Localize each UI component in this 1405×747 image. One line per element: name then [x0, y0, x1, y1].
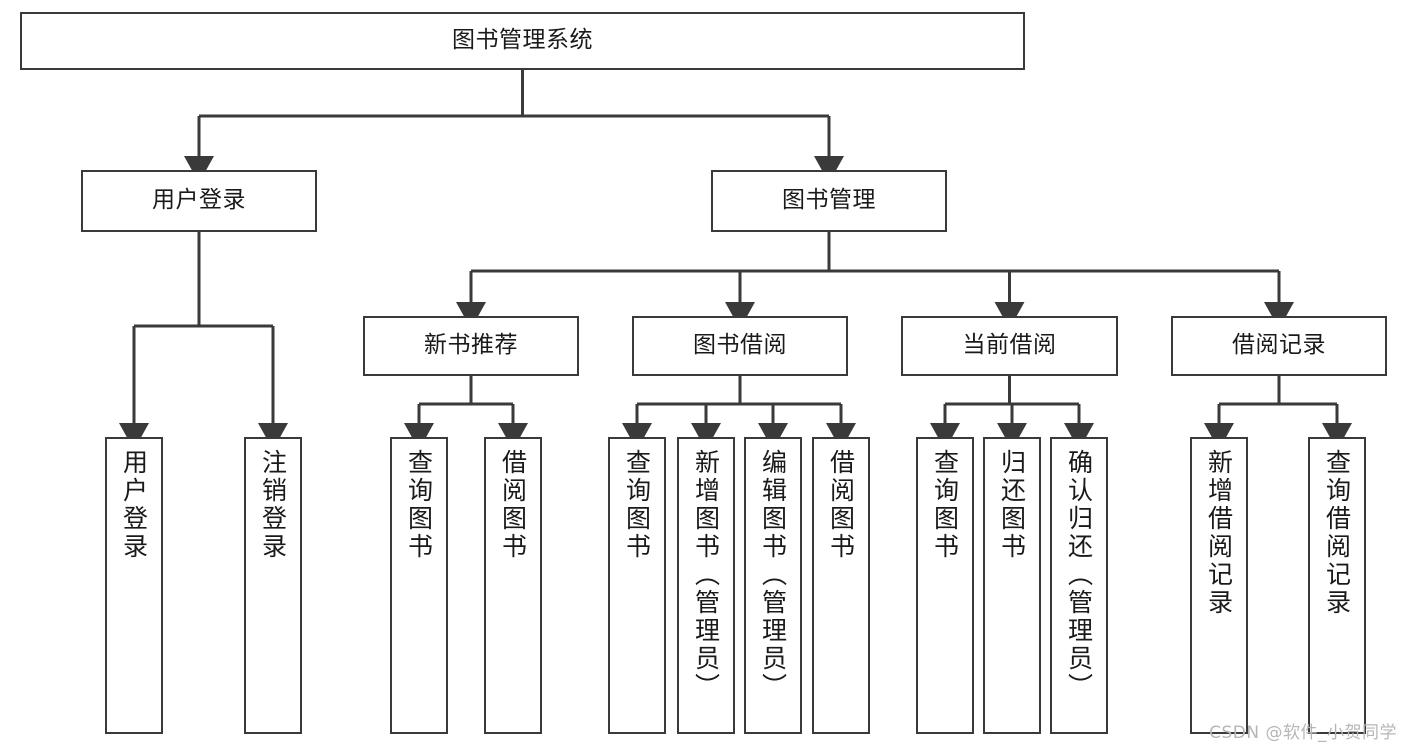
node-current[interactable]: 当前借阅: [901, 316, 1118, 376]
node-leaf-3[interactable]: 查询图书: [390, 437, 448, 734]
node-label: 借阅记录: [1232, 332, 1326, 359]
node-root[interactable]: 图书管理系统: [20, 12, 1025, 70]
node-leaf-12[interactable]: 新增借阅记录: [1190, 437, 1248, 734]
node-label: 查询图书: [404, 449, 434, 561]
node-label: 图书管理系统: [452, 27, 593, 54]
node-leaf-11[interactable]: 确认归还（管理员）: [1050, 437, 1108, 734]
node-label: 借阅图书: [826, 449, 856, 561]
node-label: 编辑图书（管理员）: [758, 449, 788, 701]
node-leaf-6[interactable]: 新增图书（管理员）: [677, 437, 735, 734]
node-label: 新书推荐: [424, 332, 518, 359]
node-label: 查询图书: [930, 449, 960, 561]
node-label: 查询借阅记录: [1322, 449, 1352, 617]
node-leaf-5[interactable]: 查询图书: [608, 437, 666, 734]
node-leaf-4[interactable]: 借阅图书: [484, 437, 542, 734]
node-label: 借阅图书: [498, 449, 528, 561]
node-records[interactable]: 借阅记录: [1171, 316, 1387, 376]
node-leaf-9[interactable]: 查询图书: [916, 437, 974, 734]
node-label: 用户登录: [152, 187, 246, 214]
node-label: 当前借阅: [962, 332, 1057, 359]
node-label: 归还图书: [997, 449, 1027, 561]
node-leaf-10[interactable]: 归还图书: [983, 437, 1041, 734]
node-label: 注销登录: [258, 449, 288, 561]
node-leaf-2[interactable]: 注销登录: [244, 437, 302, 734]
node-label: 图书借阅: [693, 332, 787, 359]
node-leaf-13[interactable]: 查询借阅记录: [1308, 437, 1366, 734]
node-newbook[interactable]: 新书推荐: [363, 316, 579, 376]
node-label: 新增借阅记录: [1204, 449, 1234, 617]
node-bookmgmt[interactable]: 图书管理: [711, 170, 947, 232]
node-label: 确认归还（管理员）: [1064, 449, 1094, 701]
node-login[interactable]: 用户登录: [81, 170, 317, 232]
node-label: 图书管理: [782, 187, 876, 214]
node-borrow[interactable]: 图书借阅: [632, 316, 848, 376]
node-leaf-8[interactable]: 借阅图书: [812, 437, 870, 734]
node-label: 用户登录: [119, 449, 149, 561]
node-leaf-7[interactable]: 编辑图书（管理员）: [744, 437, 802, 734]
node-leaf-1[interactable]: 用户登录: [105, 437, 163, 734]
node-label: 新增图书（管理员）: [691, 449, 721, 701]
node-label: 查询图书: [622, 449, 652, 561]
watermark-text: CSDN @软件_小贺同学: [1209, 723, 1397, 743]
